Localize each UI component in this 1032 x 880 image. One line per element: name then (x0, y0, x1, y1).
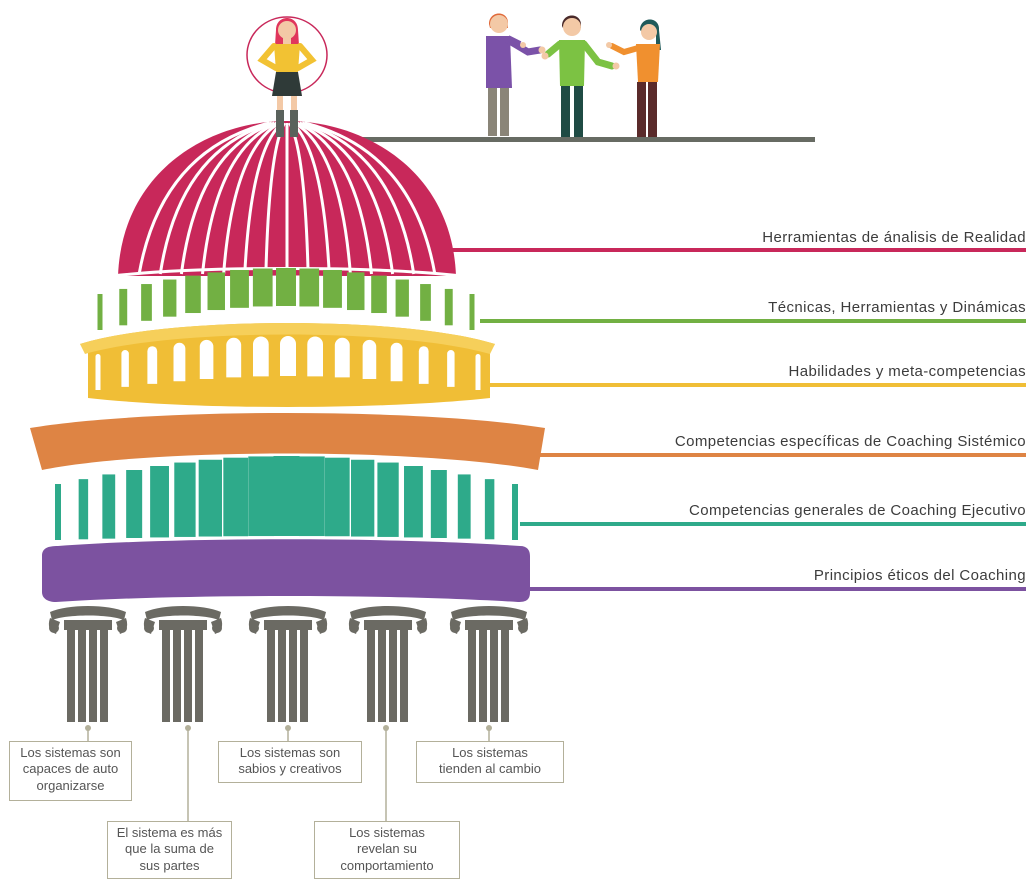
label-systemic-competencies: Competencias específicas de Coaching Sis… (674, 433, 1026, 450)
pillar-connectors (85, 725, 492, 821)
pillar-text-line: que la suma de (125, 841, 214, 857)
pillar-box-wise-creative: Los sistemas son sabios y creativos (218, 741, 362, 783)
pillar-text-line: sabios y creativos (238, 761, 342, 777)
pillar-text-line: El sistema es más (116, 825, 223, 840)
purple-base-layer (42, 539, 530, 602)
pillar-text-line: sus partes (139, 857, 200, 873)
pillar-text-line: Los sistemas (452, 745, 528, 760)
pillar-text-line: capaces de auto (22, 761, 119, 777)
pillar-box-reveal-behavior: Los sistemas revelan su comportamiento (314, 821, 460, 879)
yellow-drum-layer (80, 323, 495, 407)
leader-lines (450, 248, 1026, 591)
label-ethical-principles: Principios éticos del Coaching (813, 567, 1026, 584)
label-techniques: Técnicas, Herramientas y Dinámicas (768, 299, 1026, 316)
dome-layer (111, 121, 463, 278)
orange-cornice-layer (30, 413, 545, 470)
coach-woman-figure (246, 16, 328, 137)
pillar-text-line: Los sistemas son (239, 745, 341, 760)
man-purple-figure (486, 13, 546, 136)
teal-colonnade-layer (55, 456, 518, 540)
pillar-box-self-organize: Los sistemas son capaces de auto organiz… (9, 741, 132, 801)
leader-line-dome (450, 248, 1026, 252)
leader-line-colonnade-teal (520, 522, 1026, 526)
green-drum-layer (92, 268, 480, 330)
top-platform (296, 137, 815, 142)
man-green-figure (541, 15, 620, 137)
leader-line-cornice-orange (540, 453, 1026, 457)
pillar-text-line: tienden al cambio (439, 761, 541, 777)
label-executive-competencies: Competencias generales de Coaching Ejecu… (689, 502, 1026, 519)
woman-orange-figure (606, 19, 661, 137)
pillar-columns (48, 606, 529, 722)
leader-line-base-purple (528, 587, 1026, 591)
pillar-text-line: organizarse (36, 777, 105, 793)
pillar-box-whole-more-than-parts: El sistema es más que la suma de sus par… (107, 821, 232, 879)
pillar-text-line: Los sistemas son (20, 745, 121, 760)
label-analysis-tools: Herramientas de ánalisis de Realidad (762, 229, 1026, 246)
label-skills: Habilidades y meta-competencias (788, 363, 1026, 380)
leader-line-drum-green (476, 319, 1026, 323)
pillar-text-line: revelan su (357, 841, 417, 857)
pillar-text-line: Los sistemas (349, 825, 425, 840)
pillar-box-tend-to-change: Los sistemas tienden al cambio (416, 741, 564, 783)
pillar-text-line: comportamiento (340, 857, 434, 873)
leader-line-drum-yellow (488, 383, 1026, 387)
